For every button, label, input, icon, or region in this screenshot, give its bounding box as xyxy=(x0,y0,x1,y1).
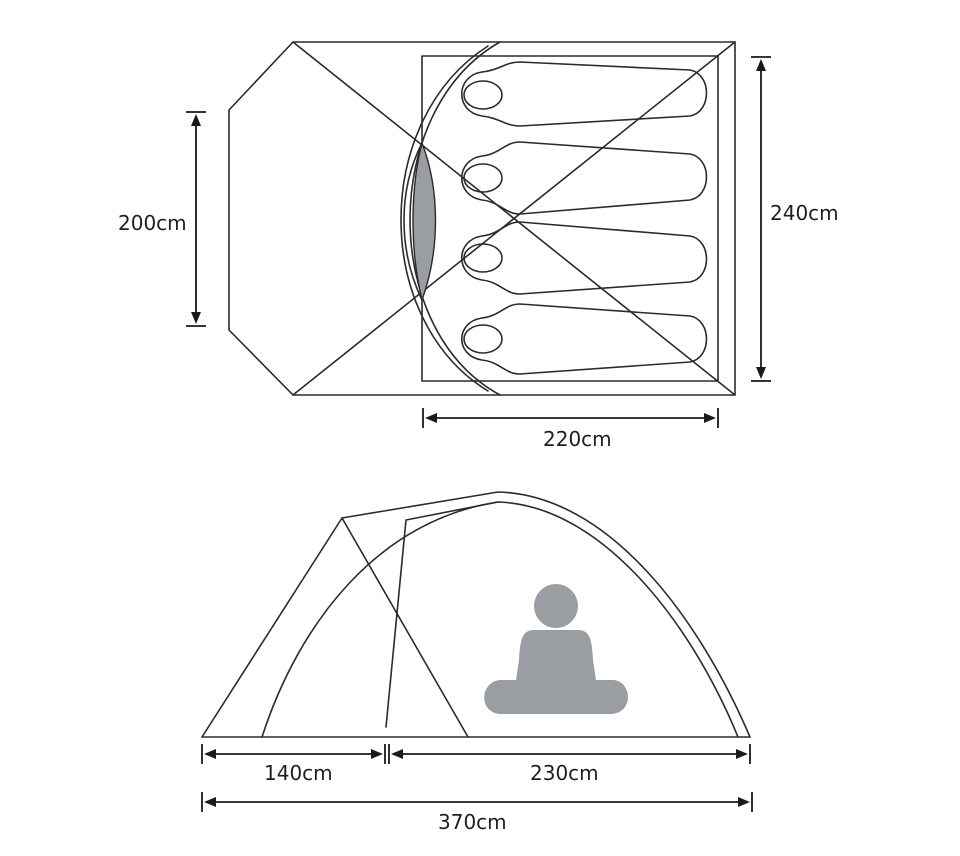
front-pole xyxy=(341,517,469,738)
label-inner-length: 220cm xyxy=(543,427,612,451)
dim-inner-length xyxy=(422,408,719,428)
sleeping-bag xyxy=(460,61,708,127)
fly-outline xyxy=(228,41,736,396)
pole-diagonal-b xyxy=(292,41,736,396)
dim-inner-side-length xyxy=(388,744,751,764)
label-tent-width: 240cm xyxy=(770,201,839,225)
plan-view: 200cm 240cm 220cm xyxy=(118,41,839,451)
sleeping-bag xyxy=(460,303,708,375)
sleeping-bag xyxy=(460,141,708,215)
dim-vestibule-length xyxy=(201,744,386,764)
label-vestibule-length: 140cm xyxy=(264,761,333,785)
label-inner-side-length: 230cm xyxy=(530,761,599,785)
pole-hoop xyxy=(409,41,501,396)
dim-total-length xyxy=(201,792,753,812)
door-pole xyxy=(385,501,499,728)
side-view: 140cm 230cm 370cm xyxy=(201,491,753,834)
dim-tent-width xyxy=(751,56,771,382)
pole-hoop-inner xyxy=(400,45,489,392)
dim-vestibule-width xyxy=(186,111,206,327)
fly-side-outline xyxy=(201,491,751,738)
door-outline xyxy=(403,142,423,301)
seated-person-icon xyxy=(484,584,628,714)
label-vestibule-width: 200cm xyxy=(118,211,187,235)
sleeping-bag xyxy=(460,221,708,295)
label-total-length: 370cm xyxy=(438,810,507,834)
